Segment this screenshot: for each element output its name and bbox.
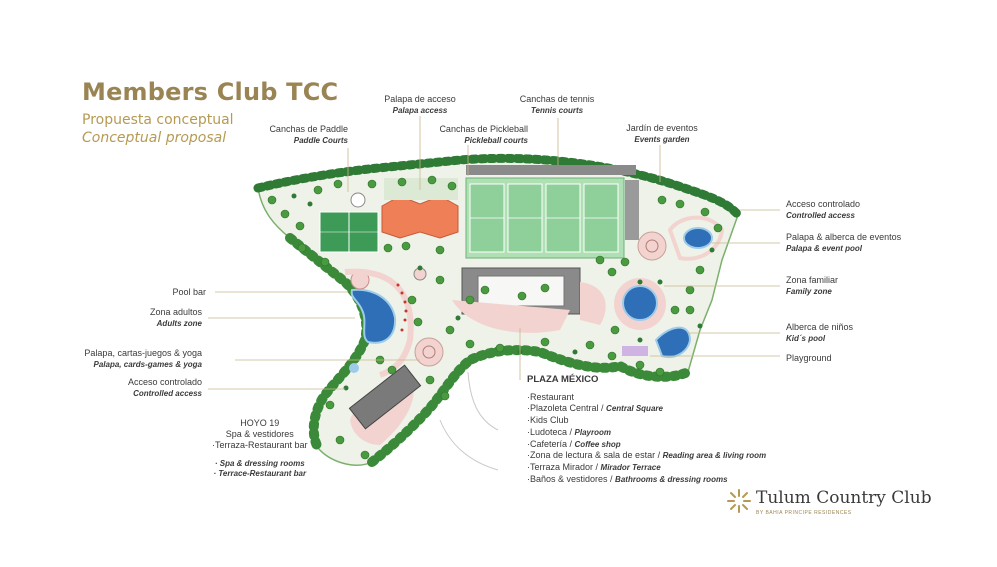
label-en: Adults zone [156, 319, 202, 328]
yoga-palapa [414, 337, 444, 367]
label-es: Canchas de Paddle [269, 124, 348, 134]
label-en: Palapa, cards-games & yoga [93, 360, 203, 369]
label-kids-pool: Alberca de niños Kid´s pool [786, 322, 853, 344]
brand-logo: Tulum Country Club BY BAHIA PRINCIPE RES… [726, 488, 932, 519]
hoyo-19-block: HOYO 19 Spa & vestidores ·Terraza-Restau… [212, 418, 308, 479]
hoyo-19-roof [348, 364, 422, 430]
page-title: Members Club TCC [82, 78, 339, 106]
tennis-walkway [466, 165, 636, 175]
label-es: Jardín de eventos [626, 123, 698, 133]
plaza-terrace [452, 300, 570, 333]
hoyo-19-fountain [349, 363, 359, 373]
label-palapa-yoga: Palapa, cartas-juegos & yoga Palapa, car… [60, 348, 202, 370]
plaza-item: ·Ludoteca / Playroom [527, 426, 611, 437]
label-en: Tennis courts [530, 106, 584, 115]
label-tennis-courts: Canchas de tennis Tennis courts [507, 94, 607, 116]
road-outline [439, 371, 499, 471]
leader-lines [208, 116, 780, 390]
plaza-item: ·Terraza Mirador / Mirador Terrace [527, 461, 661, 472]
label-es: Canchas de tennis [519, 94, 595, 104]
hoyo-en-2: · Terrace-Restaurant bar [213, 469, 307, 478]
plaza-mexico-block: PLAZA MÉXICO ·Restaurant ·Plazoleta Cent… [527, 374, 766, 485]
label-controlled-access-right: Acceso controlado Controlled access [786, 199, 860, 221]
label-events-garden: Jardín de eventos Events garden [612, 123, 712, 145]
kids-pool [654, 326, 692, 358]
label-en: Events garden [634, 135, 690, 144]
label-en: Controlled access [786, 211, 855, 220]
label-en: Controlled access [133, 389, 202, 398]
label-event-pool: Palapa & alberca de eventos Palapa & eve… [786, 232, 901, 254]
plaza-item: ·Kids Club [527, 415, 569, 426]
subtitle-es: Propuesta conceptual [82, 112, 234, 128]
label-es: Playground [786, 353, 832, 363]
label-es: Palapa de acceso [384, 94, 456, 104]
trees [267, 175, 723, 460]
palapa-access-roof [381, 195, 459, 239]
plaza-title: PLAZA MÉXICO [527, 374, 599, 385]
label-palapa-access: Palapa de acceso Palapa access [370, 94, 470, 116]
family-pool [622, 285, 658, 321]
terrace-mirador [580, 282, 606, 325]
hoyo-line-1: Spa & vestidores [225, 429, 294, 439]
label-es: Alberca de niños [786, 322, 854, 332]
playground [622, 346, 648, 356]
parking-area [625, 180, 639, 240]
events-pool-deck [667, 215, 725, 261]
plaza-item: ·Cafetería / Coffee shop [527, 438, 621, 449]
label-es: Palapa, cartas-juegos & yoga [84, 348, 202, 358]
subtitle-en: Conceptual proposal [82, 130, 227, 146]
label-controlled-access-left: Acceso controlado Controlled access [100, 377, 202, 399]
label-en: Palapa & event pool [786, 244, 863, 253]
label-family-zone: Zona familiar Family zone [786, 275, 838, 297]
label-es: Canchas de Pickleball [439, 124, 528, 134]
label-es: Acceso controlado [786, 199, 861, 209]
label-en: Palapa access [392, 106, 448, 115]
hoyo-line-2: ·Terraza-Restaurant bar [212, 440, 308, 450]
hoyo-title: HOYO 19 [240, 418, 280, 428]
adults-pool [350, 288, 397, 344]
plaza-item: ·Zona de lectura & sala de estar / Readi… [527, 450, 767, 461]
label-en: Family zone [786, 287, 832, 296]
label-en: Kid´s pool [786, 334, 826, 343]
label-es: Palapa & alberca de eventos [786, 232, 902, 242]
events-pool [683, 227, 713, 249]
plaza-item: ·Baños & vestidores / Bathrooms & dressi… [527, 473, 728, 484]
label-es: Zona familiar [786, 275, 839, 285]
vegetation-border [253, 153, 743, 220]
sun-logo-icon [727, 489, 751, 513]
plaza-central-square [477, 275, 565, 307]
events-palapa [637, 231, 667, 261]
label-es: Acceso controlado [127, 377, 202, 387]
paddle-kiosk [350, 192, 366, 208]
brand-by: BY BAHIA PRINCIPE RESIDENCES [756, 510, 852, 516]
label-pool-bar: Pool bar [110, 287, 206, 298]
label-paddle-courts: Canchas de Paddle Paddle Courts [255, 124, 348, 146]
plaza-item: ·Restaurant [527, 391, 575, 402]
brand-name: Tulum Country Club [756, 488, 932, 508]
label-es: Zona adultos [149, 307, 202, 317]
label-adults-zone: Zona adultos Adults zone [100, 307, 202, 329]
label-playground: Playground [786, 353, 832, 364]
label-es: Pool bar [172, 287, 206, 297]
sun-loungers [396, 283, 408, 332]
vegetation-border-bottom [367, 345, 693, 467]
hoyo-en-1: · Spa & dressing rooms [214, 459, 305, 468]
label-pickleball-courts: Canchas de Pickleball Pickleball courts [418, 124, 528, 146]
label-en: Paddle Courts [293, 136, 348, 145]
label-en: Pickleball courts [464, 136, 528, 145]
plaza-item: ·Plazoleta Central / Central Square [527, 403, 663, 414]
pickleball-area [384, 178, 458, 200]
